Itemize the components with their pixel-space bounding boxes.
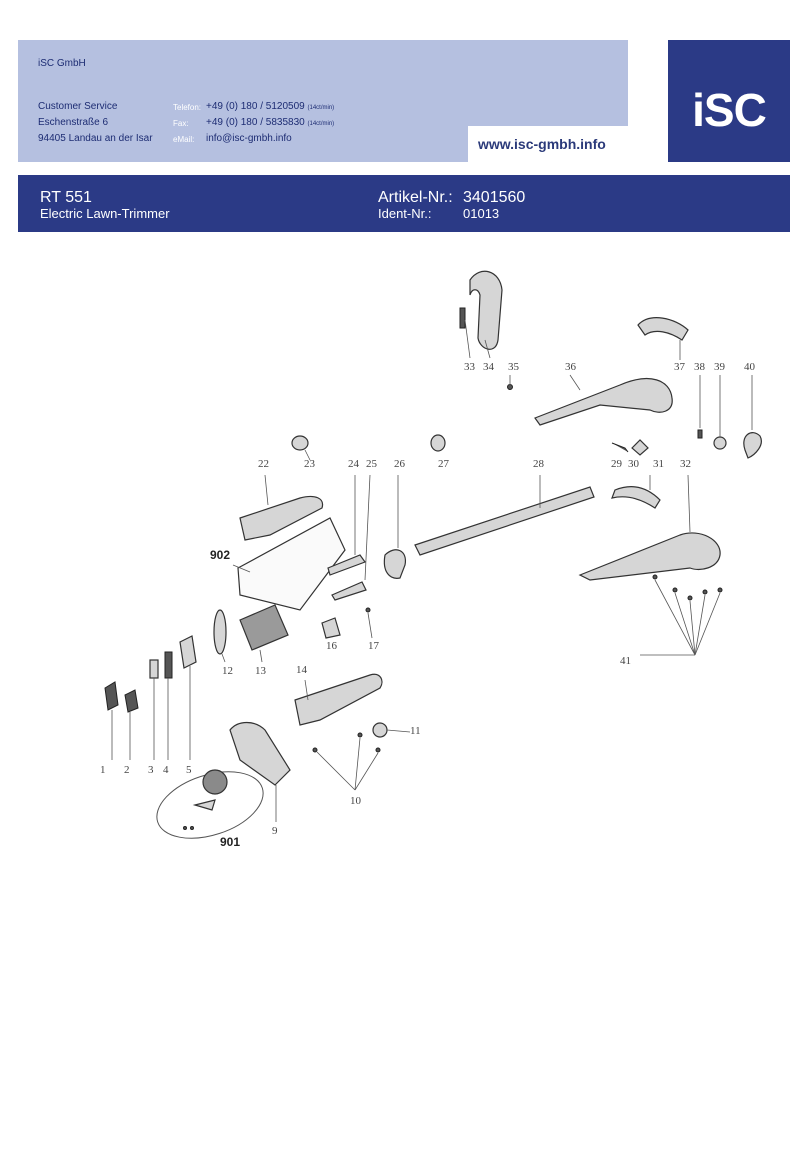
part-35-shape (507, 384, 513, 390)
isc-logo: iSC (692, 84, 767, 136)
model-name: RT 551 (40, 189, 92, 206)
article-label: Artikel-Nr.: (378, 189, 453, 206)
website-link[interactable]: www.isc-gmbh.info (478, 136, 606, 152)
phone-label: Telefon: (173, 103, 202, 112)
article-number: 3401560 (463, 189, 526, 206)
part-33-shape (459, 307, 466, 329)
part-28-shape (414, 486, 595, 556)
part-29-shape (611, 442, 629, 453)
part-23-shape (291, 435, 309, 451)
part-31-shape (611, 486, 661, 509)
part-9-shape (229, 721, 291, 786)
part-37-shape (637, 317, 689, 341)
email-link[interactable]: info@isc-gmbh.info (206, 133, 292, 144)
title-bar: RT 551 Electric Lawn-Trimmer Artikel-Nr.… (18, 175, 790, 232)
city: 94405 Landau an der Isar (38, 133, 153, 144)
part-902-shape (237, 517, 346, 611)
product-name: Electric Lawn-Trimmer (40, 206, 170, 221)
part-26-shape (383, 549, 407, 579)
street: Eschenstraße 6 (38, 117, 109, 128)
part-25-shape (331, 581, 367, 601)
part-30-shape (631, 439, 649, 456)
part-39-shape (713, 436, 727, 450)
company-name: iSC GmbH (38, 58, 86, 69)
part-22-shape (239, 495, 324, 541)
part-17-shape (365, 607, 371, 613)
ident-number: 01013 (463, 206, 500, 221)
department: Customer Service (38, 101, 118, 112)
contact-panel: iSC GmbH Customer Service Eschenstraße 6… (18, 40, 628, 162)
fax-value: +49 (0) 180 / 5835830 (14ct/min) (206, 117, 335, 128)
part-32-shape (578, 532, 721, 581)
part-10-shapes (312, 732, 381, 791)
part-16-shape (321, 617, 341, 639)
fax-rate: (14ct/min) (307, 121, 335, 127)
part-12-shape (213, 609, 227, 655)
part-36-shape (534, 377, 673, 426)
part-901-blade (192, 799, 216, 811)
part-24-shape (327, 554, 366, 576)
phone-value: +49 (0) 180 / 5120509 (14ct/min) (206, 101, 335, 112)
part-901-outline (156, 771, 264, 839)
email-label: eMail: (173, 135, 195, 144)
part-11-shape (372, 722, 388, 738)
ident-label: Ident-Nr.: (378, 206, 432, 221)
website-box: www.isc-gmbh.info (468, 126, 628, 162)
part-13-shape (239, 604, 289, 651)
logo-box: iSC (668, 40, 790, 162)
part-41-shapes (640, 574, 723, 656)
fax-label: Fax: (173, 119, 189, 128)
part-38-shape (697, 429, 703, 439)
part-27-shape (430, 434, 446, 452)
part-901-spool (202, 769, 228, 795)
parts-1-5-shapes (104, 635, 197, 760)
part-14-shape (294, 673, 383, 726)
exploded-view-diagram (104, 270, 762, 839)
phone-rate: (14ct/min) (307, 105, 335, 111)
part-34-shape (469, 270, 503, 350)
part-40-shape (743, 432, 762, 459)
